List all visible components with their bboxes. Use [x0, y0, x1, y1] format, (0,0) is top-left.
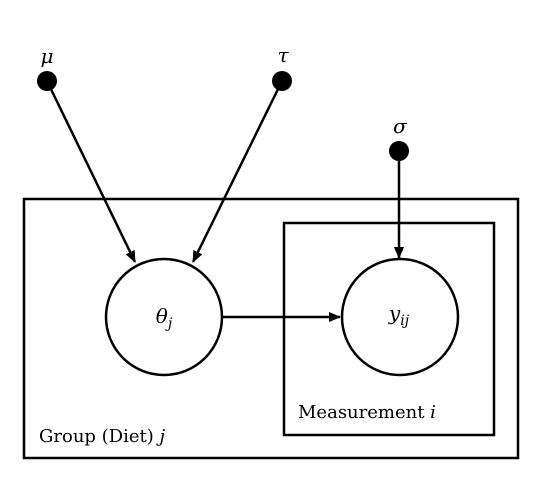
node-y-subscript: ij — [400, 313, 409, 329]
node-y — [340, 257, 460, 377]
plate-group — [22, 197, 520, 460]
node-sigma — [389, 141, 409, 161]
node-y-label: yij — [388, 301, 410, 329]
node-mu — [37, 71, 57, 91]
plate-measurement-index: i — [430, 402, 436, 423]
node-theta — [104, 257, 224, 377]
edge-mu-theta — [45, 80, 137, 263]
node-theta-symbol: θ — [156, 304, 168, 328]
node-theta-subscript: j — [165, 316, 173, 332]
node-mu-label: μ — [41, 44, 54, 68]
node-theta-label: θj — [156, 304, 173, 332]
node-sigma-label: σ — [393, 114, 408, 138]
plate-measurement-text: Measurement — [298, 402, 430, 423]
node-tau — [272, 71, 292, 91]
node-y-symbol: y — [388, 301, 401, 325]
plate-group-text: Group (Diet) — [39, 426, 160, 447]
plate-measurement — [282, 221, 496, 437]
node-tau-label: τ — [277, 43, 289, 67]
plate-group-index: j — [156, 426, 166, 447]
plate-group-label: Group (Diet) j — [39, 426, 166, 447]
plate-measurement-label: Measurement i — [298, 402, 436, 423]
edge-tau-theta — [191, 80, 284, 263]
